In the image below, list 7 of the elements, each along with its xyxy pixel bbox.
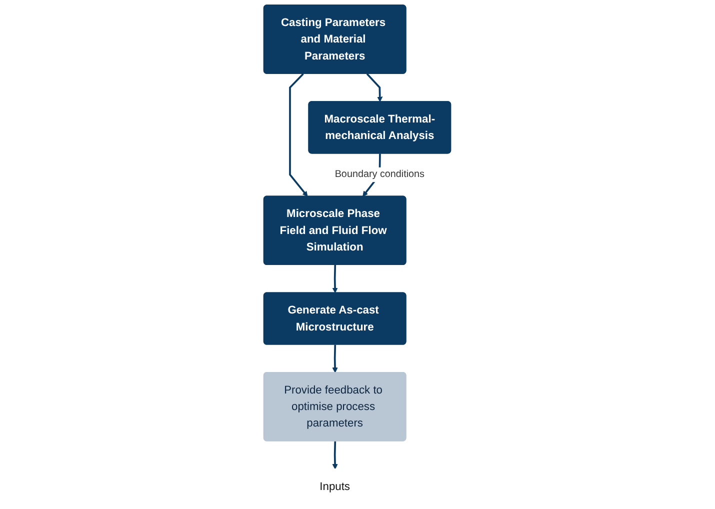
node-text: Inputs — [320, 480, 350, 492]
edge-label: Boundary conditions — [335, 169, 425, 180]
arrow — [332, 265, 338, 294]
arrow — [366, 73, 383, 102]
arrow — [289, 73, 308, 197]
arrow — [332, 441, 338, 470]
arrow — [332, 344, 338, 373]
